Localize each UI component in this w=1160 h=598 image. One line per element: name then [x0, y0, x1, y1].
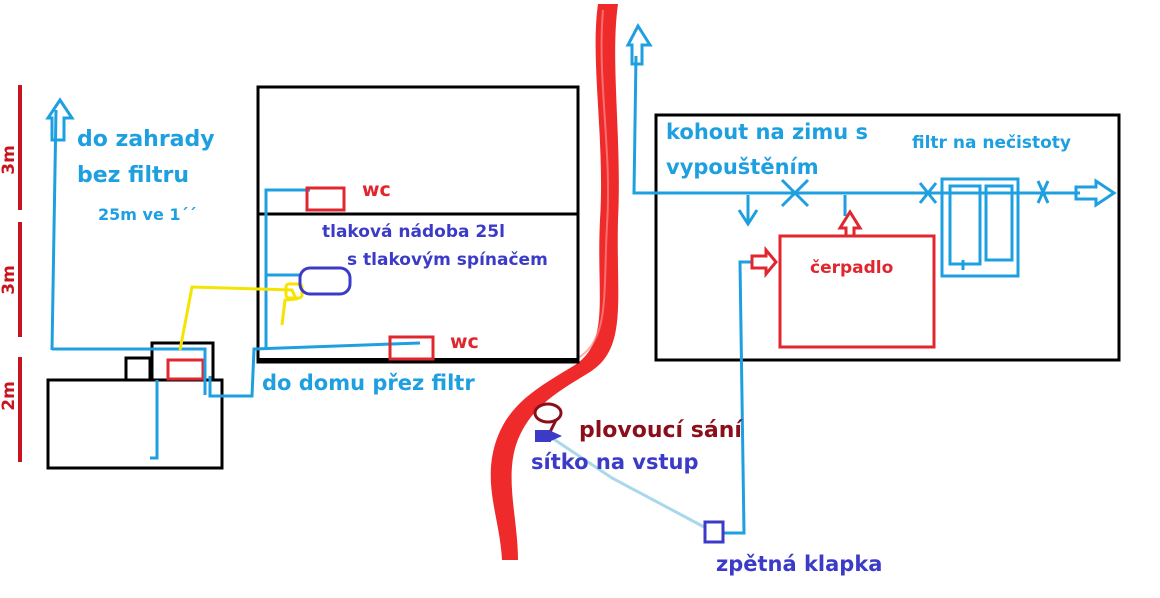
pressure-switch-wire: [178, 285, 299, 351]
check-valve-label: zpětná klapka: [716, 552, 882, 576]
floating-intake: [533, 402, 563, 424]
wc-upper: [305, 186, 346, 212]
height-scale: 3m 3m 2m: [0, 85, 22, 462]
floating-intake-label: plovoucí sání: [579, 418, 743, 443]
house-filter-label: do domu přez filtr: [262, 371, 475, 395]
wc-lower-label: wc: [450, 331, 479, 353]
house-riser-pipe: [264, 188, 310, 349]
garden-label-line1: do zahrady: [77, 127, 215, 152]
inlet-strainer: [535, 430, 551, 442]
valves: [780, 178, 1050, 208]
inlet-strainer-arrow-icon: [551, 431, 562, 441]
pump-house-outline: [654, 113, 1121, 362]
left-pipes: [45, 97, 421, 460]
pressure-tank-label-line1: tlaková nádoba 25l: [322, 222, 505, 242]
river-highlight: [574, 9, 610, 361]
drain-arrow-icon: [737, 209, 759, 227]
check-valve: [703, 520, 725, 544]
tank-outline: [46, 378, 224, 470]
underground-tank: [46, 341, 224, 470]
garden-feed-pipe: [52, 347, 207, 395]
tank-intake-pipe: [150, 380, 159, 460]
main-pipe: [632, 55, 1080, 195]
pressure-tank: [298, 266, 352, 296]
wc-upper-label: wc: [362, 179, 391, 201]
tank-filter: [166, 358, 205, 381]
winter-tap-label-line1: kohout na zimu s: [666, 120, 868, 144]
garden-pipe-label: 25m ve 1´´: [98, 205, 197, 224]
dirt-filter-housing: [940, 177, 1020, 278]
winter-tap-label-line2: vypouštěním: [666, 155, 819, 179]
wc-lower: [388, 335, 435, 361]
intake-hose: [551, 436, 707, 530]
pump-out-arrow-icon: [837, 209, 863, 238]
scale-label-bottom: 2m: [0, 381, 19, 411]
pump-in-arrow-icon: [750, 245, 778, 279]
filter-cartridge-left: [948, 184, 982, 266]
pump-body: [778, 234, 936, 349]
garden-arrow-icon: [45, 97, 75, 142]
scale-label-top: 3m: [0, 145, 19, 175]
pump-intake-pipe: [722, 260, 752, 535]
outlet-arrow-icon: [1074, 178, 1117, 208]
right-pipes: [625, 23, 1117, 535]
river: [490, 4, 619, 560]
inlet-strainer-label: sítko na vstup: [531, 450, 699, 474]
scale-label-middle: 3m: [0, 265, 19, 295]
house-feed-pipe: [208, 341, 421, 398]
up-arrow-icon: [625, 23, 653, 66]
garden-label-line2: bez filtru: [77, 163, 189, 188]
filter-cartridge-right: [984, 184, 1014, 262]
pump-label: čerpadlo: [810, 258, 893, 278]
pressure-tank-label-line2: s tlakovým spínačem: [347, 250, 548, 270]
garden-riser-pipe: [50, 109, 58, 351]
dirt-filter-label: filtr na nečistoty: [912, 133, 1071, 153]
tank-small-box: [124, 356, 152, 382]
